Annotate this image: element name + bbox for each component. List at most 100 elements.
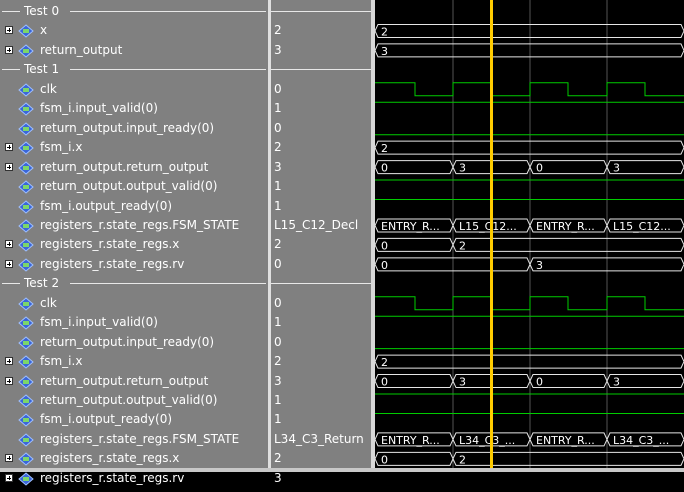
bus-segment-label: L15_C12... [613,220,671,233]
bus-segment-label: 0 [381,162,388,175]
bus-segment-label: ENTRY_R... [381,434,440,447]
signal-row[interactable]: return_output.output_valid(0) [0,391,268,410]
bit-waveform [375,297,684,310]
signal-row[interactable]: fsm_i.x [0,352,268,371]
horizontal-scrollbar[interactable] [0,468,684,472]
group-label: Test 0 [24,2,59,21]
signal-row[interactable]: fsm_i.output_ready(0) [0,197,268,216]
expand-icon[interactable] [5,46,13,54]
signal-row[interactable]: registers_r.state_regs.rv [0,255,268,274]
signal-row[interactable]: return_output [0,41,268,60]
group-divider [70,11,266,12]
bus-segment-label: 0 [381,239,388,252]
expand-icon[interactable] [5,474,13,482]
signal-name: clk [40,80,57,99]
signal-name: return_output.return_output [40,372,208,391]
signal-row[interactable]: clk [0,294,268,313]
signal-value-row: 3 [271,158,371,177]
bus-icon [18,375,34,389]
group-header[interactable]: Test 2 [0,274,268,293]
bit-waveform [375,83,684,96]
signal-value: 1 [274,99,282,118]
expand-icon[interactable] [5,240,13,248]
signal-value-row: 0 [271,255,371,274]
expand-icon[interactable] [5,377,13,385]
expand-icon[interactable] [5,260,13,268]
group-divider [271,11,371,12]
expand-icon[interactable] [5,143,13,151]
bus-segment-label: L34_C3_... [459,434,515,447]
group-header[interactable]: Test 0 [0,2,268,21]
signal-row[interactable]: x [0,21,268,40]
signal-value: 0 [274,333,282,352]
signal-name: fsm_i.x [40,352,82,371]
signal-row[interactable]: registers_r.state_regs.x [0,235,268,254]
signal-value-row: 0 [271,294,371,313]
signal-icon [18,336,34,350]
signal-row[interactable]: fsm_i.input_valid(0) [0,99,268,118]
signal-name: registers_r.state_regs.x [40,235,179,254]
signal-icon [18,316,34,330]
group-label: Test 1 [24,60,59,79]
group-label: Test 2 [24,274,59,293]
signal-name: clk [40,294,57,313]
bus-segment-label: 3 [536,259,543,272]
expand-icon[interactable] [5,26,13,34]
bus-segment-label: 0 [536,376,543,389]
signal-row[interactable]: return_output.input_ready(0) [0,333,268,352]
signal-value-row: 3 [271,372,371,391]
signal-row[interactable]: return_output.return_output [0,158,268,177]
signal-value-row: 2 [271,352,371,371]
bus-icon [18,161,34,175]
signal-row[interactable]: fsm_i.input_valid(0) [0,313,268,332]
signal-value: 3 [274,158,282,177]
signal-value: 2 [274,138,282,157]
signal-row[interactable]: registers_r.state_regs.x [0,449,268,468]
signal-value-row: L15_C12_Decl [271,216,371,235]
signal-row[interactable]: return_output.return_output [0,372,268,391]
signal-row[interactable]: registers_r.state_regs.FSM_STATE [0,216,268,235]
signal-row[interactable]: fsm_i.output_ready(0) [0,410,268,429]
signal-value: 2 [274,352,282,371]
signal-value-row: L34_C3_Return [271,430,371,449]
signal-name: fsm_i.x [40,138,82,157]
bus-icon [18,141,34,155]
bus-segment-label: L34_C3_... [613,434,669,447]
bus-icon [18,355,34,369]
signal-value: 3 [274,372,282,391]
bus-segment [453,452,684,465]
signal-name: registers_r.state_regs.rv [40,255,184,274]
signal-row[interactable]: registers_r.state_regs.FSM_STATE [0,430,268,449]
time-cursor[interactable] [490,0,493,472]
signal-name: registers_r.state_regs.FSM_STATE [40,430,239,449]
signal-name: return_output.input_ready(0) [40,333,214,352]
signal-value: 0 [274,255,282,274]
signal-name: return_output.output_valid(0) [40,391,217,410]
group-header[interactable]: Test 1 [0,60,268,79]
signal-row[interactable]: return_output.input_ready(0) [0,119,268,138]
signal-name: return_output.input_ready(0) [40,119,214,138]
signal-name: return_output.output_valid(0) [40,177,217,196]
bus-segment-label: 0 [381,259,388,272]
expand-icon[interactable] [5,357,13,365]
signal-value-row: 0 [271,80,371,99]
expand-icon[interactable] [5,454,13,462]
bus-segment-label: 2 [381,25,388,38]
signal-row[interactable]: return_output.output_valid(0) [0,177,268,196]
bus-segment-label: 0 [536,162,543,175]
signal-icon [18,83,34,97]
signal-icon [18,394,34,408]
signal-value-row: 0 [271,333,371,352]
signal-value: L34_C3_Return [274,430,364,449]
bus-icon [18,238,34,252]
signal-name: registers_r.state_regs.x [40,449,179,468]
signal-value: 1 [274,313,282,332]
expand-icon[interactable] [5,163,13,171]
signal-name: fsm_i.output_ready(0) [40,197,172,216]
signal-row[interactable]: clk [0,80,268,99]
signal-row[interactable]: fsm_i.x [0,138,268,157]
